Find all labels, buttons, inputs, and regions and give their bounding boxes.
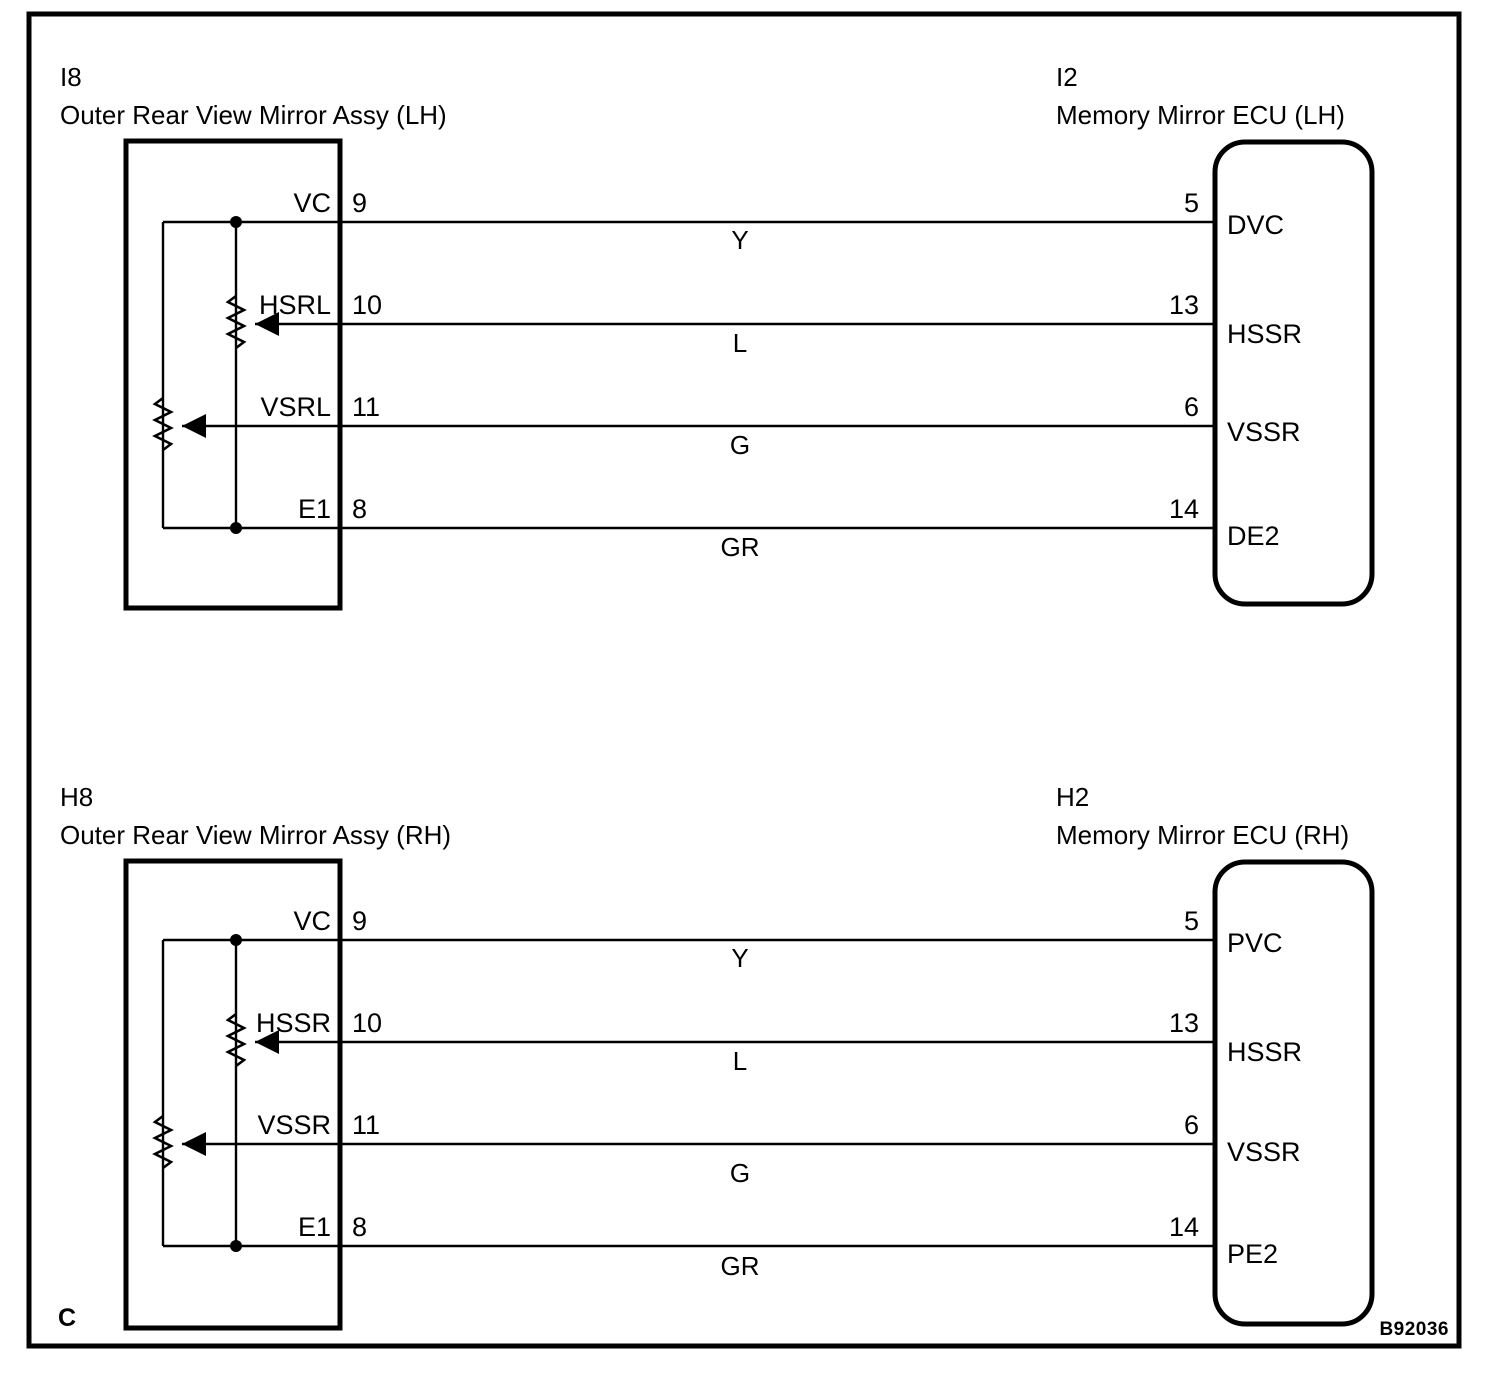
right-device-name-rh: Memory Mirror ECU (RH) <box>1056 820 1349 850</box>
left-terminal-lh-2: VSRL <box>260 392 331 422</box>
left-terminal-rh-2: VSSR <box>257 1110 331 1140</box>
corner-label: C <box>58 1304 76 1332</box>
left-pin-lh-2: 11 <box>352 392 380 422</box>
wire-color-rh-1: L <box>733 1046 747 1076</box>
potentiometer-vertical-rh <box>152 1114 174 1170</box>
potentiometer-vertical-lh <box>152 396 174 452</box>
section-lh: I8 Outer Rear View Mirror Assy (LH) I2 M… <box>60 62 1375 611</box>
right-pin-rh-3: 14 <box>1169 1212 1199 1242</box>
left-device-name-rh: Outer Rear View Mirror Assy (RH) <box>60 820 451 850</box>
right-pin-rh-1: 13 <box>1169 1008 1199 1038</box>
wire-color-rh-2: G <box>730 1158 750 1188</box>
wiper-arrow-horizontal-rh <box>255 1030 279 1054</box>
wiper-arrow-horizontal-lh <box>255 312 279 336</box>
right-pin-rh-2: 6 <box>1184 1110 1199 1140</box>
right-terminal-lh-2: VSSR <box>1227 417 1301 447</box>
right-pin-lh-3: 14 <box>1169 494 1199 524</box>
wiper-arrow-vertical-rh <box>182 1132 206 1156</box>
junction-dot-vc-rh <box>230 934 242 946</box>
right-terminal-rh-1: HSSR <box>1227 1037 1302 1067</box>
right-pin-lh-1: 13 <box>1169 290 1199 320</box>
page-border <box>26 11 1462 1349</box>
right-terminal-rh-0: PVC <box>1227 928 1283 958</box>
left-device-name-lh: Outer Rear View Mirror Assy (LH) <box>60 100 447 130</box>
wire-color-rh-0: Y <box>731 943 748 973</box>
ecu-body-lh <box>1212 139 1375 607</box>
junction-dot-e1-lh <box>230 522 242 534</box>
left-terminal-lh-1: HSRL <box>259 290 331 320</box>
right-pin-lh-0: 5 <box>1184 188 1199 218</box>
right-device-code-lh: I2 <box>1056 62 1078 92</box>
left-pin-lh-3: 8 <box>352 494 367 524</box>
right-pin-lh-2: 6 <box>1184 392 1199 422</box>
right-terminal-rh-3: PE2 <box>1227 1239 1278 1269</box>
left-terminal-lh-0: VC <box>293 188 331 218</box>
potentiometer-horizontal-lh <box>225 294 247 350</box>
wire-color-lh-2: G <box>730 430 750 460</box>
junction-dot-e1-rh <box>230 1240 242 1252</box>
left-pin-rh-1: 10 <box>352 1008 382 1038</box>
right-terminal-lh-1: HSSR <box>1227 319 1302 349</box>
right-terminal-lh-0: DVC <box>1227 210 1284 240</box>
wire-color-rh-3: GR <box>721 1251 760 1281</box>
left-pin-rh-2: 11 <box>352 1110 380 1140</box>
left-pin-lh-1: 10 <box>352 290 382 320</box>
left-pin-lh-0: 9 <box>352 188 367 218</box>
left-device-code-lh: I8 <box>60 62 82 92</box>
wiper-arrow-vertical-lh <box>182 414 206 438</box>
left-pin-rh-3: 8 <box>352 1212 367 1242</box>
potentiometer-horizontal-rh <box>225 1012 247 1068</box>
left-terminal-rh-0: VC <box>293 906 331 936</box>
left-terminal-rh-3: E1 <box>298 1212 331 1242</box>
junction-dot-vc-lh <box>230 216 242 228</box>
ecu-body-rh <box>1212 859 1375 1327</box>
left-terminal-rh-1: HSSR <box>256 1008 331 1038</box>
right-device-name-lh: Memory Mirror ECU (LH) <box>1056 100 1345 130</box>
right-terminal-rh-2: VSSR <box>1227 1137 1301 1167</box>
left-pin-rh-0: 9 <box>352 906 367 936</box>
reference-code: B92036 <box>1379 1319 1449 1340</box>
left-terminal-lh-3: E1 <box>298 494 331 524</box>
wire-color-lh-3: GR <box>721 532 760 562</box>
section-rh: H8 Outer Rear View Mirror Assy (RH) H2 M… <box>60 782 1375 1331</box>
left-device-code-rh: H8 <box>60 782 93 812</box>
right-terminal-lh-3: DE2 <box>1227 521 1280 551</box>
wire-color-lh-1: L <box>733 328 747 358</box>
wire-color-lh-0: Y <box>731 225 748 255</box>
right-pin-rh-0: 5 <box>1184 906 1199 936</box>
right-device-code-rh: H2 <box>1056 782 1089 812</box>
